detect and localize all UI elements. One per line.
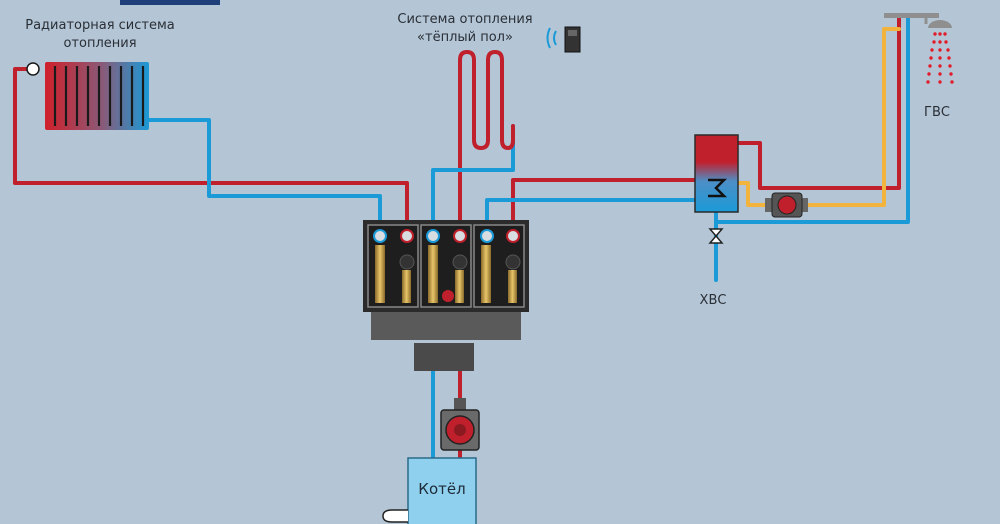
label-hot-water: ГВС [924,105,950,120]
pipe-floor-return [431,124,515,232]
valve-icon [708,228,724,244]
pipe-radiator-supply [13,67,409,232]
label-boiler: Котёл [418,480,466,498]
thermostat-icon [546,26,581,53]
recirculation-pump-icon [765,192,808,218]
boiler [382,457,477,524]
pipe-tank-supply [511,178,697,232]
pipe-cold-to-shower [714,15,910,224]
label-cold-water: ХВС [699,293,727,308]
pipe-recirculation [736,27,901,207]
header-fragment [120,0,220,5]
radiator [26,62,149,130]
floor-heating-coil [458,49,515,151]
boiler-pump-icon [440,398,480,451]
label-radiator-system: Радиаторная система отопления [25,18,175,51]
label-floor-heating: Система отопления «тёплый пол» [397,12,533,45]
pipe-radiator-return [140,104,382,232]
dhw-tank [694,134,739,213]
manifold-block [363,220,529,371]
shower-icon [884,13,954,84]
burner-icon [382,509,408,523]
radiator-valve-icon [26,62,40,76]
pipe-hot-water [736,15,901,190]
